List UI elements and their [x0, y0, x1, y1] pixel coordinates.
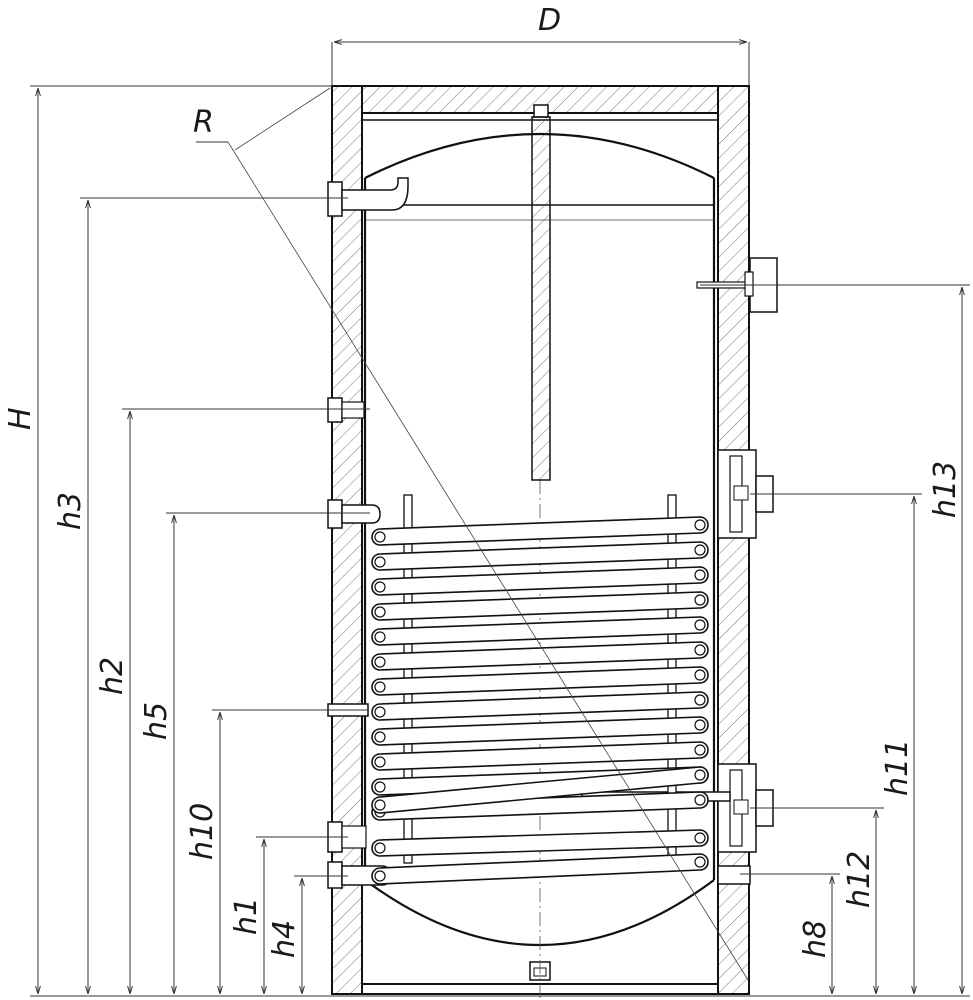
radius-leader: [196, 87, 749, 981]
coil-turn-end-left: [374, 731, 386, 743]
coil-turn-end-right: [694, 569, 706, 581]
coil-turn-end-right: [694, 794, 706, 806]
label-D: D: [538, 3, 561, 38]
bottom-right-port: [717, 865, 751, 885]
coil-turn-end-left: [374, 756, 386, 768]
anode-rod: [531, 104, 551, 481]
coil-outlet-port: [327, 821, 367, 853]
label-h5: h5: [139, 702, 174, 740]
coil-turn-end-left: [374, 706, 386, 718]
coil-turn-end-right: [694, 832, 706, 844]
coil-turn-end-left: [374, 681, 386, 693]
label-h13: h13: [928, 461, 963, 518]
label-h1: h1: [229, 897, 264, 935]
coil-turn: [371, 853, 709, 885]
coil-turn-end-left: [374, 656, 386, 668]
coil-turn: [371, 691, 709, 721]
coil-turn: [371, 766, 709, 814]
coil-turn-end-left: [374, 781, 386, 793]
coil-turn: [371, 666, 709, 696]
coil-turn-end-right: [694, 644, 706, 656]
coil-turn-end-right: [694, 544, 706, 556]
coil-turn: [371, 541, 709, 571]
coil-turn-end-left: [374, 631, 386, 643]
circulation-port: [327, 397, 365, 423]
coil-turn: [371, 616, 709, 646]
coil-turn-end-left: [374, 870, 386, 882]
coil-turn: [371, 641, 709, 671]
label-h11: h11: [880, 739, 915, 796]
coil-turn-end-right: [694, 769, 706, 781]
coil-turn-end-left: [374, 606, 386, 618]
coil-turn-end-left: [374, 842, 386, 854]
label-h10: h10: [185, 803, 220, 860]
coil-turn-end-right: [694, 856, 706, 868]
coil-turn-end-right: [694, 619, 706, 631]
coil-turn: [371, 591, 709, 621]
coil-turn-end-right: [694, 519, 706, 531]
coil-turn: [371, 741, 709, 771]
label-h8: h8: [798, 920, 833, 958]
label-h4: h4: [267, 920, 302, 958]
dimension-lines: [30, 42, 970, 997]
coil-turn-end-right: [694, 744, 706, 756]
coil-turn-end-left: [374, 581, 386, 593]
coil-turn-end-right: [694, 594, 706, 606]
label-R: R: [193, 105, 214, 140]
heater-flange-upper: [717, 449, 774, 539]
label-h2: h2: [95, 657, 130, 695]
top-outlet-pipe: [327, 177, 409, 217]
coil-turn-end-right: [694, 694, 706, 706]
label-h3: h3: [53, 492, 88, 530]
label-H: H: [3, 407, 38, 430]
coil-turn: [371, 829, 709, 857]
coil-turn-end-left: [374, 531, 386, 543]
coil-turns: [371, 516, 709, 885]
label-h12: h12: [842, 851, 877, 908]
coil-inlet-port: [327, 499, 381, 529]
coil-turn-end-left: [374, 799, 386, 811]
coil-turn: [371, 716, 709, 746]
coil-turn-end-right: [694, 669, 706, 681]
coil-turn-end-right: [694, 719, 706, 731]
coil-turn-end-left: [374, 556, 386, 568]
coil-turn: [371, 566, 709, 596]
coil-turn: [371, 516, 709, 546]
